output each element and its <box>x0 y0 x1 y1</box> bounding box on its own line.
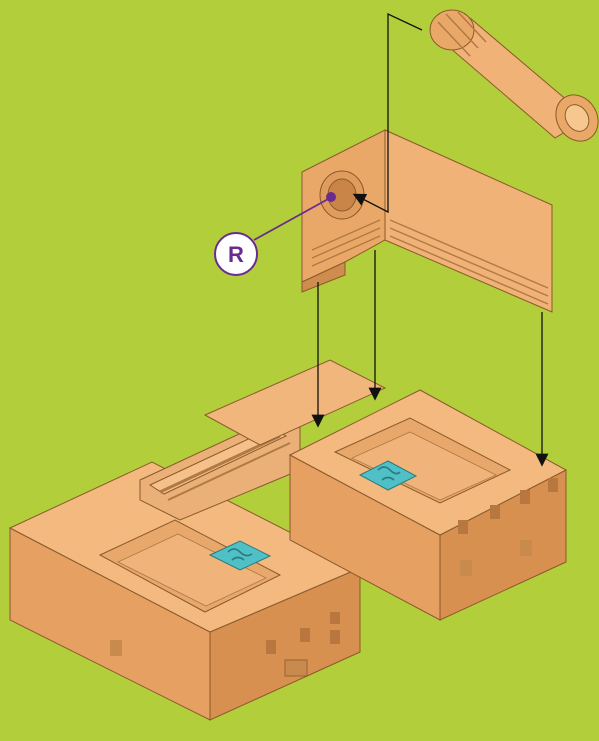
wall-panel <box>302 130 552 312</box>
callout-label: R <box>228 242 244 267</box>
peg-part <box>430 10 599 149</box>
